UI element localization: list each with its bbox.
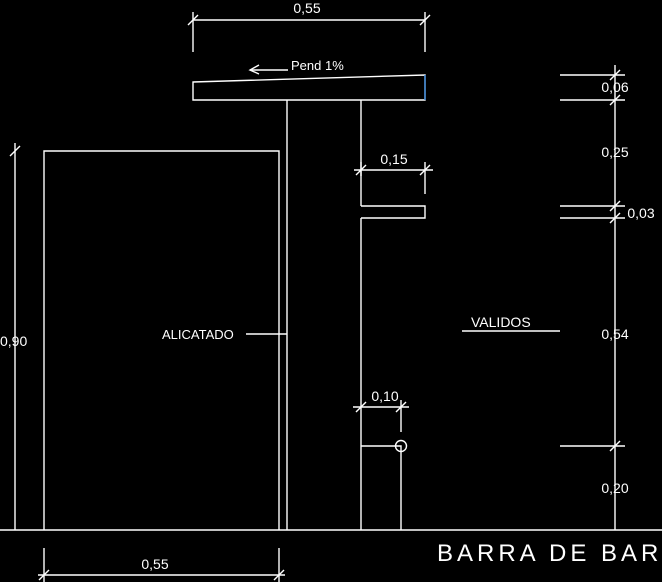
dim-left-label: 0,90	[0, 333, 27, 349]
front-panel	[44, 151, 279, 530]
tile-label: ALICATADO	[162, 327, 234, 342]
dim-top-tick-right	[420, 15, 430, 25]
dim-wall-label: 0,10	[371, 388, 398, 404]
dim-wall-tick-left	[356, 402, 366, 412]
dim-right-label-3: 0,54	[601, 326, 628, 342]
dim-top-label: 0,55	[293, 0, 320, 16]
dim-right-label-4: 0,20	[601, 480, 628, 496]
dim-right-tick-1	[610, 95, 620, 105]
dim-right-tick-0	[610, 70, 620, 80]
drawing-title: BARRA DE BAR	[437, 540, 662, 567]
dim-right-label-2: 0,03	[627, 205, 654, 221]
dim-right-label-0: 0,06	[601, 79, 628, 95]
dim-ledge-label: 0,15	[380, 151, 407, 167]
dim-bottom-tick-right	[274, 570, 284, 580]
slope-note: Pend 1%	[291, 58, 344, 73]
dim-bottom-label: 0,55	[141, 556, 168, 572]
dim-right-tick-4	[610, 441, 620, 451]
shelf	[361, 206, 425, 218]
dim-right-tick-2	[610, 201, 620, 211]
dim-left-tick-top	[10, 146, 20, 156]
dim-bottom-tick-left	[39, 570, 49, 580]
dim-right-label-1: 0,25	[601, 144, 628, 160]
dim-wall-tick-right	[396, 402, 406, 412]
dim-ledge-tick-right	[420, 165, 430, 175]
dim-right-tick-3	[610, 213, 620, 223]
foot-rail-knob	[396, 441, 407, 452]
dim-ledge-tick-left	[356, 165, 366, 175]
counter-top-slab	[192, 74, 426, 101]
foot-rail	[361, 446, 401, 530]
slope-arrow-head	[250, 65, 259, 74]
dim-top-tick-left	[188, 15, 198, 25]
validos-label: VALIDOS	[471, 314, 531, 330]
